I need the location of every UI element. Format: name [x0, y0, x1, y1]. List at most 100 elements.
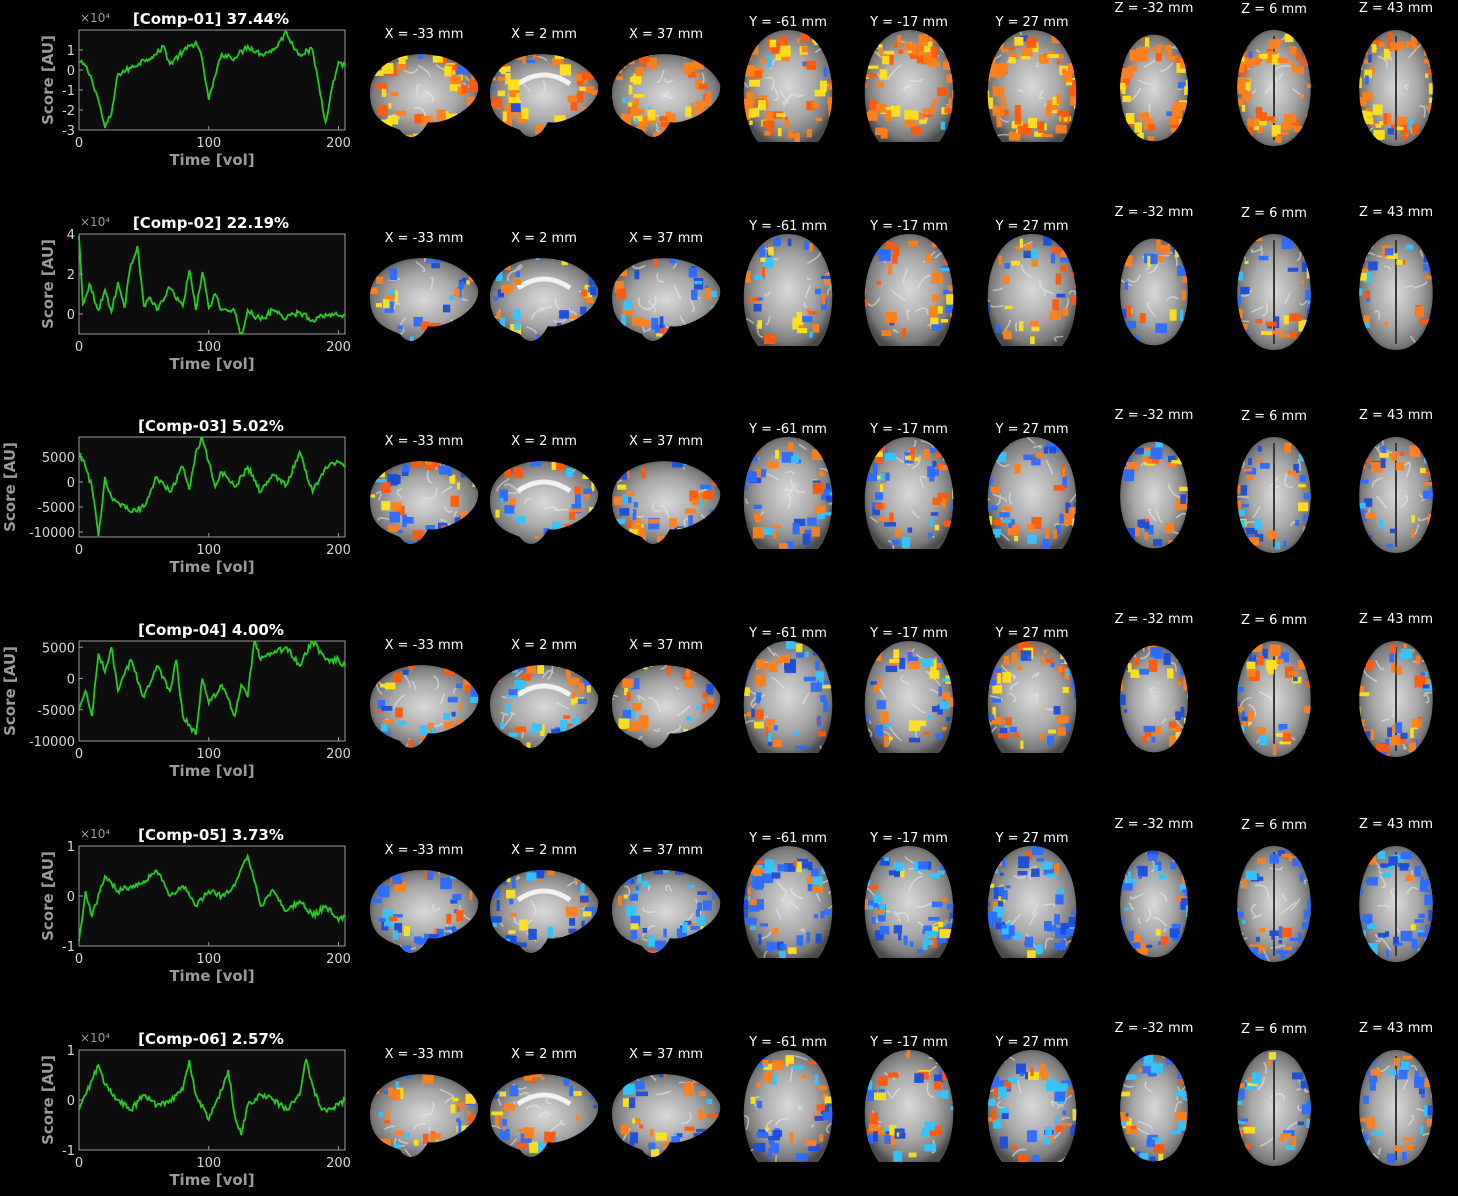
- brain-slice: [490, 870, 599, 953]
- brain-anatomy: [743, 641, 833, 753]
- x-tick-label: 100: [196, 952, 221, 967]
- slice-coordinate-label: X = -33 mm: [385, 843, 464, 858]
- slice-coordinate-label: Z = 43 mm: [1359, 1, 1433, 16]
- activation-overlay: [864, 1050, 954, 1162]
- brain-slice: [1120, 238, 1188, 346]
- activation-overlay: [1359, 1055, 1433, 1163]
- x-tick-label: 0: [75, 543, 83, 558]
- y-exponent-label: ×10⁴: [80, 827, 110, 841]
- x-axis-label: Time [vol]: [169, 762, 254, 780]
- plot-area: [78, 1049, 346, 1151]
- slice-coordinate-label: Z = 6 mm: [1241, 206, 1307, 221]
- x-axis-label: Time [vol]: [169, 151, 254, 169]
- brain-anatomy: [490, 461, 599, 544]
- slice-coordinate-label: Y = 27 mm: [994, 831, 1068, 846]
- slice-coordinate-label: Z = 43 mm: [1359, 408, 1433, 423]
- slice-coordinate-label: Z = 6 mm: [1241, 409, 1307, 424]
- brain-slice: [612, 870, 721, 953]
- slice-coordinate-label: Y = -61 mm: [748, 626, 827, 641]
- activation-overlay: [987, 442, 1077, 549]
- x-tick-label: 100: [196, 543, 221, 558]
- brain-anatomy: [1120, 1054, 1188, 1162]
- activation-overlay: [1237, 33, 1311, 143]
- brain-slice: [1359, 437, 1433, 553]
- brain-slice: [864, 641, 954, 753]
- y-axis-label: Score [AU]: [39, 35, 57, 125]
- x-tick-label: 0: [75, 136, 83, 151]
- x-axis-label: Time [vol]: [169, 1171, 254, 1189]
- y-tick-label: 1: [67, 840, 75, 855]
- y-tick-label: -1: [62, 84, 75, 99]
- slice-coordinate-label: Y = 27 mm: [994, 219, 1068, 234]
- slice-coordinate-label: Y = 27 mm: [994, 15, 1068, 30]
- slice-coordinate-label: Y = 27 mm: [994, 1035, 1068, 1050]
- activation-overlay: [1359, 643, 1433, 757]
- brain-slice: [987, 846, 1077, 958]
- activation-overlay: [1359, 851, 1433, 958]
- y-axis-label: Score [AU]: [39, 239, 57, 329]
- slice-coordinate-label: X = 2 mm: [511, 1047, 577, 1062]
- brain-slice: [864, 1050, 954, 1162]
- slice-coordinate-label: X = 37 mm: [629, 434, 703, 449]
- y-tick-label: 1: [67, 44, 75, 59]
- activation-overlay: [987, 33, 1077, 141]
- slice-coordinate-label: Y = -17 mm: [869, 422, 948, 437]
- x-tick-label: 100: [196, 1156, 221, 1171]
- slice-coordinate-label: X = -33 mm: [385, 1047, 464, 1062]
- y-tick-label: 0: [67, 890, 75, 905]
- timecourse-line: [78, 640, 346, 736]
- brain-slice: [864, 437, 954, 549]
- x-tick-label: 200: [326, 136, 351, 151]
- x-tick-label: 200: [326, 747, 351, 762]
- y-axis-label: Score [AU]: [39, 851, 57, 941]
- brain-slice: [743, 437, 833, 549]
- brain-slice: [490, 1074, 599, 1157]
- slice-coordinate-label: X = 2 mm: [511, 638, 577, 653]
- brain-anatomy: [490, 54, 599, 137]
- brain-anatomy: [864, 1050, 954, 1162]
- brain-slice: [864, 234, 954, 346]
- slice-coordinate-label: X = -33 mm: [385, 27, 464, 42]
- brain-slice: [987, 30, 1077, 142]
- brain-slice: [1359, 234, 1433, 350]
- activation-overlay: [864, 34, 954, 139]
- slice-coordinate-label: X = 37 mm: [629, 231, 703, 246]
- slice-coordinate-label: Y = -61 mm: [748, 219, 827, 234]
- plot-area: [78, 640, 346, 742]
- x-tick-label: 200: [326, 543, 351, 558]
- activation-overlay: [864, 649, 954, 747]
- y-tick-label: 2: [67, 268, 75, 283]
- x-tick-label: 200: [326, 340, 351, 355]
- brain-slice: [1120, 645, 1188, 753]
- brain-slice: [370, 461, 479, 544]
- brain-anatomy: [490, 258, 599, 341]
- brain-slice: [987, 1050, 1077, 1162]
- brain-slice: [370, 665, 479, 748]
- y-axis-label: Score [AU]: [1, 442, 19, 532]
- brain-slice: [743, 1050, 833, 1162]
- activation-overlay: [743, 641, 833, 749]
- slice-coordinate-label: Y = -17 mm: [869, 219, 948, 234]
- brain-slice: [987, 641, 1077, 753]
- activation-overlay: [743, 442, 833, 549]
- brain-slice: [1359, 641, 1433, 757]
- x-tick-label: 0: [75, 340, 83, 355]
- slice-coordinate-label: Z = -32 mm: [1115, 205, 1194, 220]
- y-tick-label: -10000: [29, 735, 75, 750]
- activation-overlay: [864, 237, 954, 338]
- y-tick-label: -5000: [37, 501, 75, 516]
- y-tick-label: -2: [62, 104, 75, 119]
- brain-slice: [1120, 441, 1188, 549]
- y-tick-label: -10000: [29, 526, 75, 541]
- brain-slice: [612, 54, 721, 137]
- y-tick-label: 0: [67, 673, 75, 688]
- component-title: [Comp-02] 22.19%: [133, 214, 289, 232]
- brain-slice: [743, 846, 833, 958]
- brain-slice: [1120, 1054, 1188, 1162]
